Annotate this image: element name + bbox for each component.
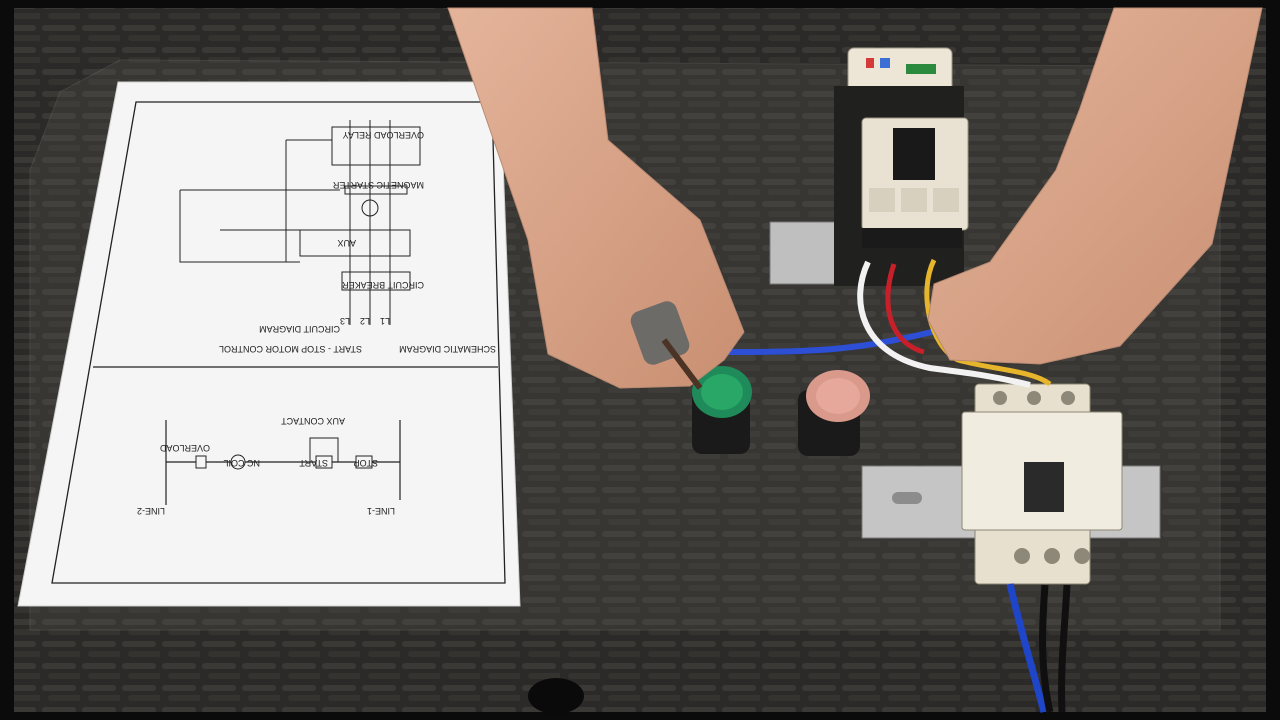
red-wire <box>885 263 925 355</box>
label-line-2: LINE-2 <box>137 506 165 516</box>
schematic-paper: OVERLOAD RELAY MAGNETIC STARTER CIRCUIT … <box>17 81 521 607</box>
label-overload: OVERLOAD <box>159 443 210 453</box>
black-cable-2 <box>1058 584 1071 713</box>
schematic-subtitle-2: CIRCUIT DIAGRAM <box>259 324 340 334</box>
din-rail-upper <box>769 221 841 285</box>
schematic-subtitle-1: START - STOP MOTOR CONTROL <box>219 344 362 354</box>
label-overload-relay: OVERLOAD RELAY <box>343 130 424 140</box>
label-aux: AUX <box>337 238 356 248</box>
blue-cable-bottom <box>1006 583 1048 713</box>
label-aux-contact: AUX CONTACT <box>281 416 345 426</box>
label-nc-coil: NC COIL <box>223 458 260 468</box>
rail-slot <box>892 492 922 504</box>
black-cable-1 <box>1039 584 1054 713</box>
control-circuit <box>165 420 401 505</box>
label-l3: L3 <box>340 316 350 326</box>
label-line-1: LINE-1 <box>367 506 395 516</box>
label-l2: L2 <box>360 316 370 326</box>
label-start: START <box>299 458 328 468</box>
white-wire <box>857 260 1031 388</box>
circuit-breaker <box>961 383 1123 585</box>
schematic-title: SCHEMATIC DIAGRAM <box>399 344 496 354</box>
label-magnetic-starter: MAGNETIC STARTER <box>332 180 424 190</box>
label-l1: L1 <box>380 316 390 326</box>
label-stop: STOP <box>354 458 378 468</box>
left-hand-screwdriver <box>447 7 745 390</box>
power-circuit <box>179 120 421 325</box>
contactor-assembly <box>834 47 969 286</box>
green-start-button <box>692 366 752 454</box>
black-object-bottom <box>528 678 584 714</box>
red-stop-button <box>798 370 870 456</box>
blue-wire <box>727 327 941 355</box>
label-circuit-breaker: CIRCUIT BREAKER <box>342 280 424 290</box>
right-hand-wires <box>927 7 1263 365</box>
